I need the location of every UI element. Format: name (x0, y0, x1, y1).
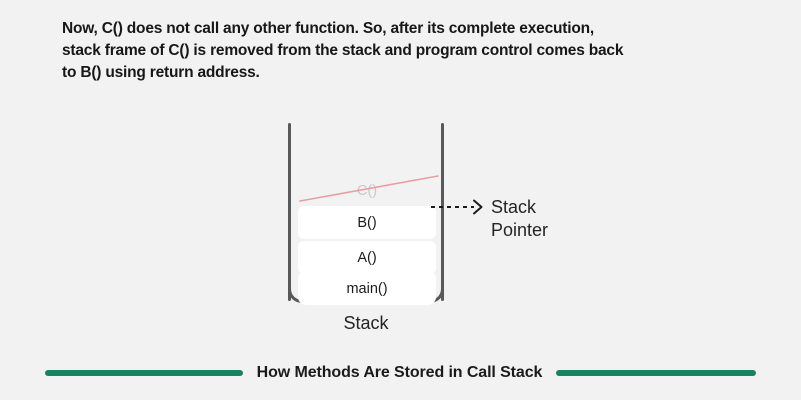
caption-line-3: to B() using return address. (62, 64, 260, 81)
stack-pointer-label-line-2: Pointer (491, 220, 549, 241)
stack-frame-a-label: A() (357, 249, 377, 266)
caption-line-1: Now, C() does not call any other functio… (62, 20, 594, 37)
banner-rule-right (556, 370, 757, 376)
banner-rule-left (44, 370, 243, 376)
banner-title: How Methods Are Stored in Call Stack (256, 364, 543, 381)
stack-pointer-label: Stack Pointer (491, 196, 611, 242)
stack-right-wall (441, 123, 444, 301)
stack-frame-a: A() (298, 241, 436, 274)
caption-line-2: stack frame of C() is removed from the s… (62, 42, 624, 59)
stack-left-wall (288, 123, 291, 301)
caption-paragraph: Now, C() does not call any other functio… (62, 18, 742, 84)
stack-floor (288, 285, 444, 303)
removed-frame-c: C() (298, 179, 436, 203)
stack-frame-main: main() (298, 272, 436, 305)
stack-pointer-arrow-icon (431, 199, 483, 215)
stack-caption-label: Stack (343, 313, 389, 333)
strike-through-line (299, 175, 439, 202)
footer-banner: How Methods Are Stored in Call Stack (0, 358, 801, 388)
stack-pointer-label-line-1: Stack (491, 197, 537, 217)
removed-frame-c-label: C() (356, 183, 378, 199)
stack-frame-b-label: B() (357, 214, 377, 231)
stack-frame-b: B() (298, 206, 436, 239)
stack-frame-main-label: main() (346, 280, 388, 297)
